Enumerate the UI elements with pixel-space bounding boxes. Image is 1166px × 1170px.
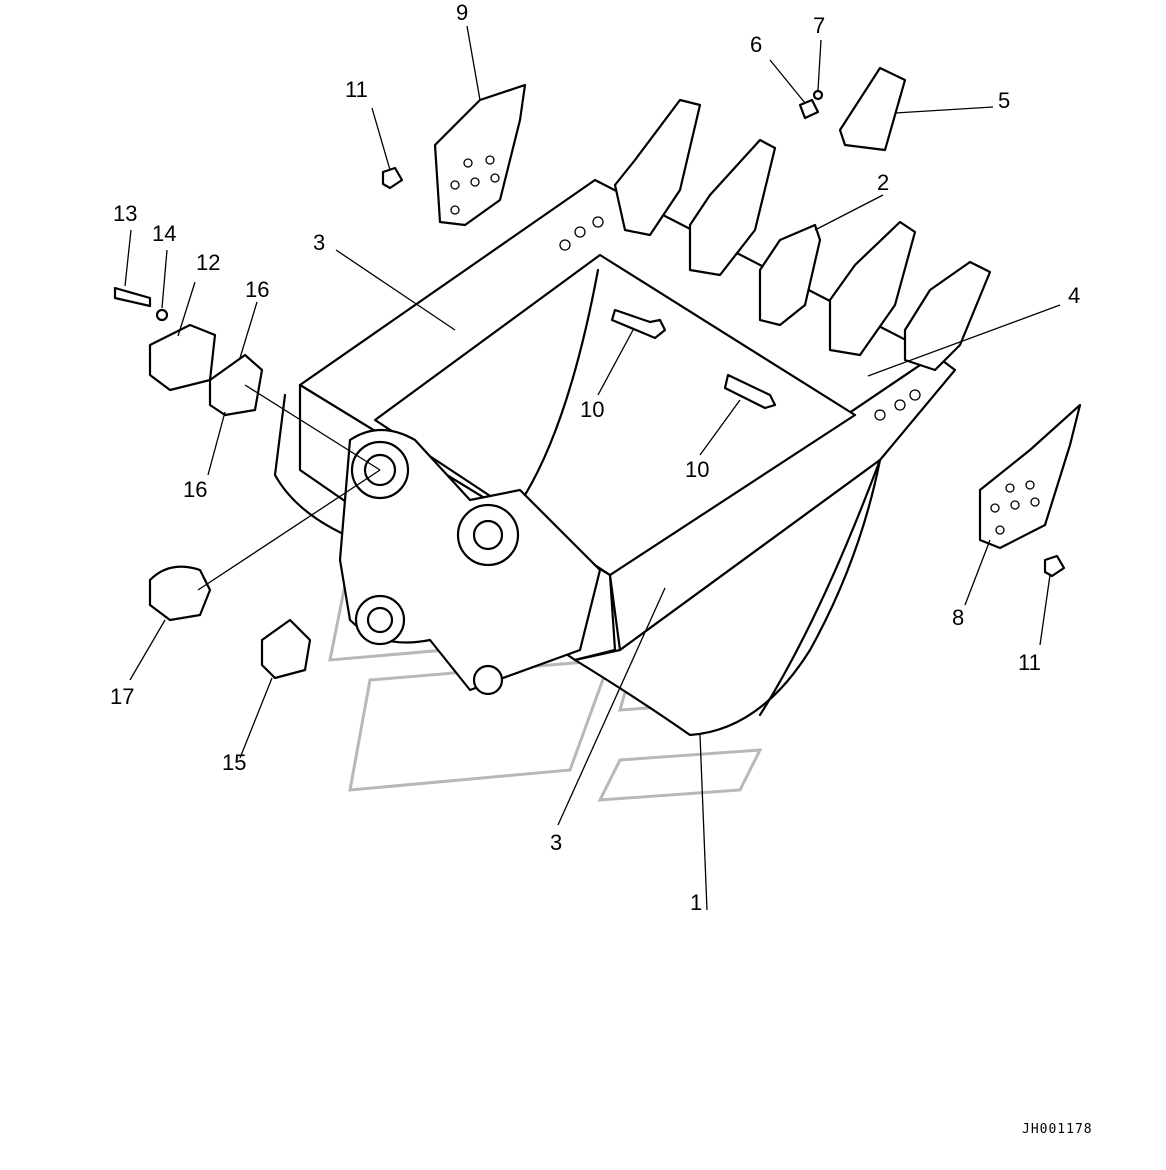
callout-13: 13 [113,201,137,226]
callout-14: 14 [152,221,176,246]
callout-10: 10 [580,397,604,422]
callout-4: 4 [1068,283,1080,308]
callout-16: 16 [245,277,269,302]
callout-7: 7 [813,13,825,38]
callout-5: 5 [998,88,1010,113]
leader-lines [124,25,1061,911]
hardware [113,286,777,680]
callout-10-right: 10 [685,457,709,482]
callout-9: 9 [456,0,468,25]
callout-11: 11 [345,77,368,102]
callout-1: 1 [690,890,702,915]
bucket-body [273,178,957,737]
callout-17: 17 [110,684,134,709]
callout-8: 8 [952,605,964,630]
callout-16-lower: 16 [183,477,207,502]
callout-labels: 1 2 3 3 4 5 6 7 8 9 10 10 11 11 12 13 14… [110,0,1080,915]
callout-3-lower: 3 [550,830,562,855]
callout-12: 12 [196,250,220,275]
callout-15: 15 [222,750,246,775]
callout-3: 3 [313,230,325,255]
drawing-code: JH001178 [1022,1122,1093,1137]
teeth-row [613,66,992,372]
callout-11-right: 11 [1018,650,1041,675]
callout-6: 6 [750,32,762,57]
callout-2: 2 [877,170,889,195]
side-cutters [381,83,1082,578]
